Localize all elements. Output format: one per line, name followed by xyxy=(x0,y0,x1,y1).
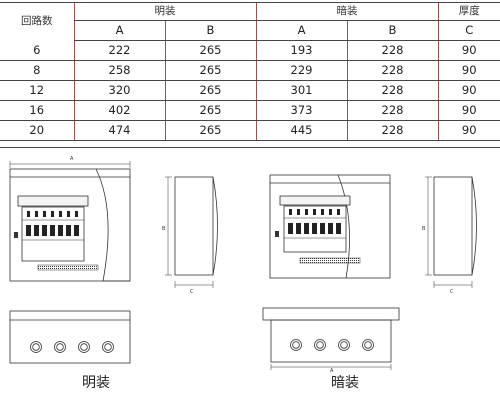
knockout-icon xyxy=(30,341,42,353)
cell-thickness: 90 xyxy=(437,40,500,61)
cell-flush-b: 228 xyxy=(346,80,438,101)
cell-circuits: 16 xyxy=(0,100,74,121)
cell-flush-a: 373 xyxy=(255,100,347,121)
cell-surface-b: 265 xyxy=(164,120,256,141)
door-curve xyxy=(95,168,109,282)
cell-surface-a: 474 xyxy=(73,120,165,141)
table-row: 8 258 265 229 228 90 xyxy=(0,60,500,81)
knockout-icon xyxy=(362,339,374,351)
subheader-a: A xyxy=(255,20,347,41)
knockout-icon xyxy=(314,339,326,351)
breaker-row xyxy=(288,209,341,234)
subheader-a: A xyxy=(73,20,165,41)
cell-flush-a: 229 xyxy=(255,60,347,81)
surface-side-view: B C xyxy=(162,176,218,295)
knockout-icon xyxy=(338,339,350,351)
caption-surface: 明装 xyxy=(82,375,110,391)
subheader-b: B xyxy=(346,20,438,41)
cell-flush-b: 228 xyxy=(346,40,438,61)
cell-thickness: 90 xyxy=(437,120,500,141)
table-subheader-row: A B A B C xyxy=(0,20,500,41)
subheader-b: B xyxy=(164,20,256,41)
cell-flush-a: 301 xyxy=(255,80,347,101)
knockout-icon xyxy=(102,341,114,353)
cell-surface-b: 265 xyxy=(164,60,256,81)
cell-surface-b: 265 xyxy=(164,80,256,101)
terminal-strip xyxy=(37,264,99,271)
table-row: 6 222 265 193 228 90 xyxy=(0,40,500,61)
side-body xyxy=(174,176,214,276)
cell-thickness: 90 xyxy=(437,80,500,101)
header-flush: 暗装 xyxy=(255,3,438,21)
cell-surface-a: 402 xyxy=(73,100,165,121)
enclosure-outline xyxy=(9,168,131,282)
cell-surface-a: 258 xyxy=(73,60,165,81)
table-row: 20 474 265 445 228 90 xyxy=(0,120,500,141)
section-divider xyxy=(0,147,500,148)
knockout-icon xyxy=(54,341,66,353)
cell-surface-b: 265 xyxy=(164,100,256,121)
cell-circuits: 8 xyxy=(0,60,74,81)
terminal-strip xyxy=(299,257,361,264)
flush-front-view xyxy=(269,174,391,279)
cell-thickness: 90 xyxy=(437,60,500,81)
cell-surface-a: 320 xyxy=(73,80,165,101)
surface-bottom-view xyxy=(9,310,131,364)
header-thickness: 厚度 xyxy=(437,3,500,21)
table-row: 12 320 265 301 228 90 xyxy=(0,80,500,101)
table-row: 16 402 265 373 228 90 xyxy=(0,100,500,121)
technical-drawings: A B C xyxy=(9,156,477,372)
header-circuits: 回路数 xyxy=(21,15,53,28)
cell-circuits: 12 xyxy=(0,80,74,101)
surface-front-view: A xyxy=(9,156,131,282)
dim-label-b: B xyxy=(422,226,426,232)
flush-side-view: B C xyxy=(422,176,477,295)
enclosure-outline xyxy=(269,174,391,279)
dimension-table: 回路数 明装 暗装 厚度 A B A B C 6 222 265 193 228… xyxy=(0,3,500,141)
dim-label-c: C xyxy=(450,289,454,295)
subheader-c: C xyxy=(437,20,500,41)
dim-label-a: A xyxy=(70,156,74,162)
dim-label-b: B xyxy=(162,226,166,232)
dim-label-a: A xyxy=(330,368,334,372)
cell-flush-a: 193 xyxy=(255,40,347,61)
breaker-row xyxy=(26,211,79,236)
cell-surface-b: 265 xyxy=(164,40,256,61)
side-body xyxy=(433,176,473,276)
cell-circuits: 20 xyxy=(0,120,74,141)
cell-flush-b: 228 xyxy=(346,100,438,121)
dim-label-c: C xyxy=(190,289,194,295)
cell-surface-a: 222 xyxy=(73,40,165,61)
cell-thickness: 90 xyxy=(437,100,500,121)
knockout-icon xyxy=(78,341,90,353)
caption-flush: 暗装 xyxy=(331,375,359,391)
table-top-rule xyxy=(0,2,500,3)
cell-flush-a: 445 xyxy=(255,120,347,141)
header-surface: 明装 xyxy=(73,3,256,21)
knockout-icon xyxy=(290,339,302,351)
cell-flush-b: 228 xyxy=(346,60,438,81)
table-header-row: 回路数 明装 暗装 厚度 xyxy=(0,3,500,27)
cell-flush-b: 228 xyxy=(346,120,438,141)
flush-bottom-view: A xyxy=(262,307,400,372)
cell-circuits: 6 xyxy=(0,40,74,61)
door-curve xyxy=(337,174,350,279)
